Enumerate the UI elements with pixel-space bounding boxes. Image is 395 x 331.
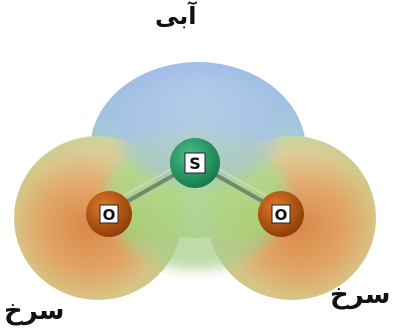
atom-sulfur: S	[170, 138, 220, 188]
atom-oxygen-right-label: O	[275, 206, 288, 224]
atom-oxygen-left: O	[86, 191, 132, 237]
atom-oxygen-left-label: O	[103, 206, 116, 224]
atom-oxygen-right: O	[258, 191, 304, 237]
label-red-left: سرخ	[4, 296, 65, 326]
label-blue: آبی	[155, 2, 197, 30]
atom-sulfur-label: S	[189, 154, 201, 173]
